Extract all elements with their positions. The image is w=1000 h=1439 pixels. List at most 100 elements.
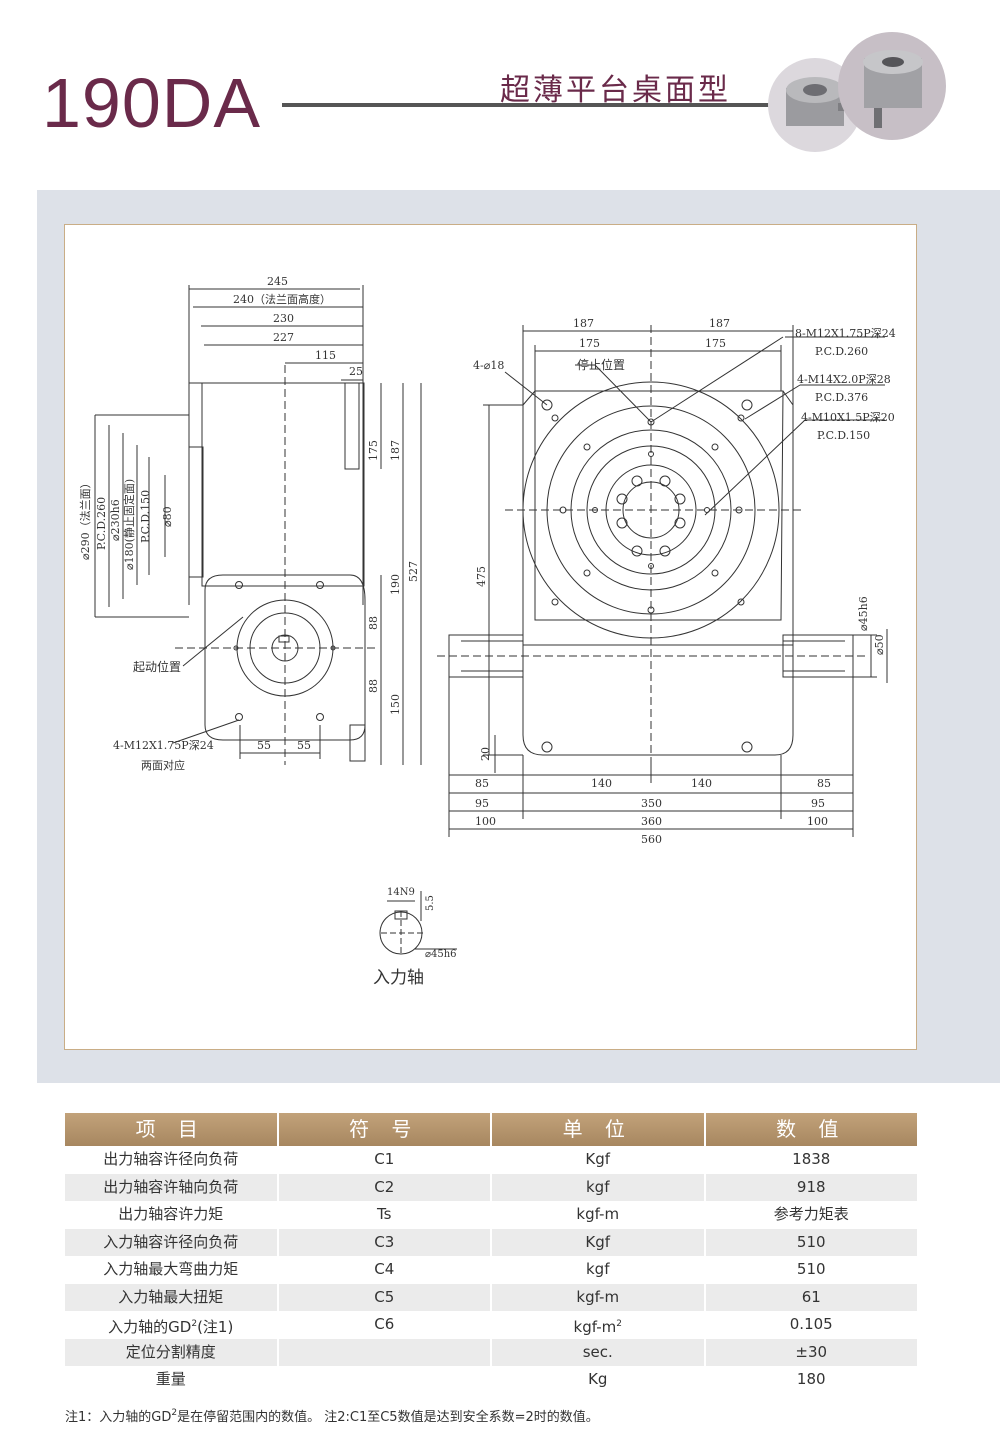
- cell-symbol: C3: [279, 1228, 492, 1256]
- cell-unit: kgf-m: [492, 1283, 706, 1311]
- input-shaft-label: 入力轴: [373, 968, 424, 988]
- dim-190: 190: [389, 574, 402, 595]
- footnote-b: 是在停留范围内的数值。 注2:C1至C5数值是达到安全系数=2时的数值。: [177, 1410, 599, 1425]
- cell-unit: Kgf: [492, 1228, 706, 1256]
- table-row: 出力轴容许轴向负荷 C2 kgf 918: [65, 1173, 917, 1201]
- side-view: [94, 285, 422, 765]
- header-item: 项 目: [65, 1113, 277, 1146]
- dim-140-left: 140: [591, 777, 612, 790]
- cell-value: 180: [796, 1370, 826, 1388]
- cell-item: 入力轴最大扭矩: [65, 1283, 279, 1311]
- table-row: 重量 Kg 180: [65, 1366, 917, 1394]
- cell-symbol: C1: [374, 1150, 395, 1168]
- model-title: 190DA: [42, 64, 262, 142]
- note-pcd260: P.C.D.260: [815, 345, 868, 358]
- title-rule: [282, 103, 802, 107]
- dim-20: 20: [479, 747, 492, 761]
- cell-item: 出力轴容许轴向负荷: [65, 1173, 279, 1201]
- dim-187-right: 187: [709, 317, 730, 330]
- note-4m10: 4-M10X1.5P深20: [801, 411, 895, 424]
- engineering-drawing: 245 240（法兰面高度） 230 227 115 25 175 187 52…: [64, 224, 917, 1050]
- cell-unit: kgf-m: [576, 1205, 620, 1223]
- dim-350: 350: [641, 797, 662, 810]
- cell-symbol: [279, 1338, 492, 1366]
- dim-55b: 55: [297, 739, 311, 752]
- product-subtitle: 超薄平台桌面型: [500, 73, 731, 108]
- cell-unit: kgf: [492, 1173, 706, 1201]
- shaft-detail: [379, 891, 457, 955]
- cell-value: 918: [796, 1177, 826, 1196]
- cell-symbol: Ts: [377, 1205, 392, 1223]
- dim-150: 150: [389, 694, 402, 715]
- dim-95-left: 95: [475, 797, 489, 810]
- table-row: 入力轴最大弯曲力矩 C4 kgf 510: [65, 1256, 917, 1284]
- cell-value: 61: [801, 1287, 821, 1306]
- spec-table: 项 目 符 号 单 位 数 值 出力轴容许径向负荷 C1 Kgf 1838 出力…: [65, 1113, 917, 1394]
- stop-position-label: 停止位置: [577, 357, 625, 372]
- dim-88b: 88: [367, 679, 380, 693]
- header-symbol: 符 号: [278, 1113, 490, 1146]
- cell-item-sup: 2: [191, 1319, 198, 1329]
- dim-pcd260: P.C.D.260: [95, 497, 108, 550]
- dim-80: ⌀80: [161, 506, 174, 527]
- cell-value: 0.105: [789, 1315, 833, 1333]
- cell-item: 重量: [155, 1370, 186, 1388]
- table-row: 入力轴容许径向负荷 C3 Kgf 510: [65, 1228, 917, 1256]
- dim-230h6: ⌀230h6: [109, 499, 122, 541]
- dim-55a: 55: [257, 739, 271, 752]
- product-photo-2: [838, 32, 946, 140]
- note-8m12: 8-M12X1.75P深24: [795, 327, 896, 340]
- dim-85-left: 85: [475, 777, 489, 790]
- table-header: 项 目 符 号 单 位 数 值: [65, 1113, 917, 1146]
- dim-290: ⌀290（法兰面）: [78, 477, 92, 560]
- shaft-dia: ⌀45h6: [425, 949, 457, 960]
- dim-475: 475: [475, 566, 488, 587]
- cell-value: 510: [796, 1232, 826, 1251]
- cell-unit-text: kgf-m: [573, 1318, 617, 1336]
- cell-item: 出力轴容许径向负荷: [103, 1150, 239, 1168]
- key-14n9: 14N9: [387, 887, 415, 898]
- cell-value: 1838: [792, 1150, 831, 1168]
- cell-unit: Kgf: [585, 1150, 611, 1168]
- cell-value: 参考力矩表: [773, 1205, 849, 1223]
- dim-527: 527: [407, 561, 420, 582]
- header-unit: 单 位: [492, 1113, 704, 1146]
- cell-unit: Kg: [588, 1370, 608, 1388]
- note-pcd376: P.C.D.376: [815, 391, 868, 404]
- table-row: 定位分割精度 sec. ±30: [65, 1338, 917, 1366]
- table-row: 出力轴容许径向负荷 C1 Kgf 1838: [65, 1146, 917, 1174]
- dim-175: 175: [367, 440, 380, 461]
- start-position-label: 起动位置: [133, 659, 181, 674]
- cell-item: 入力轴最大弯曲力矩: [103, 1260, 239, 1278]
- shaft-50-label: ⌀50: [873, 634, 886, 655]
- cell-item: 入力轴容许径向负荷: [65, 1228, 279, 1256]
- dim-pcd150: P.C.D.150: [139, 490, 152, 543]
- side-hole-label-2: 两面对应: [141, 758, 185, 772]
- dim-180: ⌀180(静止固定面): [122, 479, 136, 570]
- cell-symbol: C2: [279, 1173, 492, 1201]
- front-view: [437, 325, 888, 837]
- table-row: 出力轴容许力矩 Ts kgf-m 参考力矩表: [65, 1201, 917, 1229]
- cell-unit: kgf-m2: [492, 1311, 704, 1339]
- note-pcd150: P.C.D.150: [817, 429, 870, 442]
- dim-230: 230: [273, 312, 294, 325]
- cell-item: 入力轴的GD2(注1): [65, 1311, 277, 1339]
- cell-symbol: C6: [374, 1315, 395, 1333]
- cell-item-tail: (注1): [197, 1318, 234, 1336]
- dim-175-left: 175: [579, 337, 600, 350]
- dim-140-right: 140: [691, 777, 712, 790]
- cell-item-text: 入力轴的GD: [108, 1318, 192, 1336]
- side-hole-label: 4-M12X1.75P深24: [113, 739, 214, 752]
- dim-360: 360: [641, 815, 662, 828]
- dim-227: 227: [273, 331, 294, 344]
- dim-560: 560: [641, 833, 662, 846]
- footnote-sup: 2: [171, 1408, 178, 1418]
- cell-unit-sup: 2: [616, 1319, 622, 1329]
- note-4m14: 4-M14X2.0P深28: [797, 373, 891, 386]
- dim-95-right: 95: [811, 797, 825, 810]
- table-row: 入力轴的GD2(注1) C6 kgf-m2 0.105: [65, 1311, 917, 1339]
- cell-item: 出力轴容许力矩: [118, 1205, 224, 1223]
- dim-175-right: 175: [705, 337, 726, 350]
- cell-value: ±30: [795, 1342, 828, 1361]
- dim-100-right: 100: [807, 815, 828, 828]
